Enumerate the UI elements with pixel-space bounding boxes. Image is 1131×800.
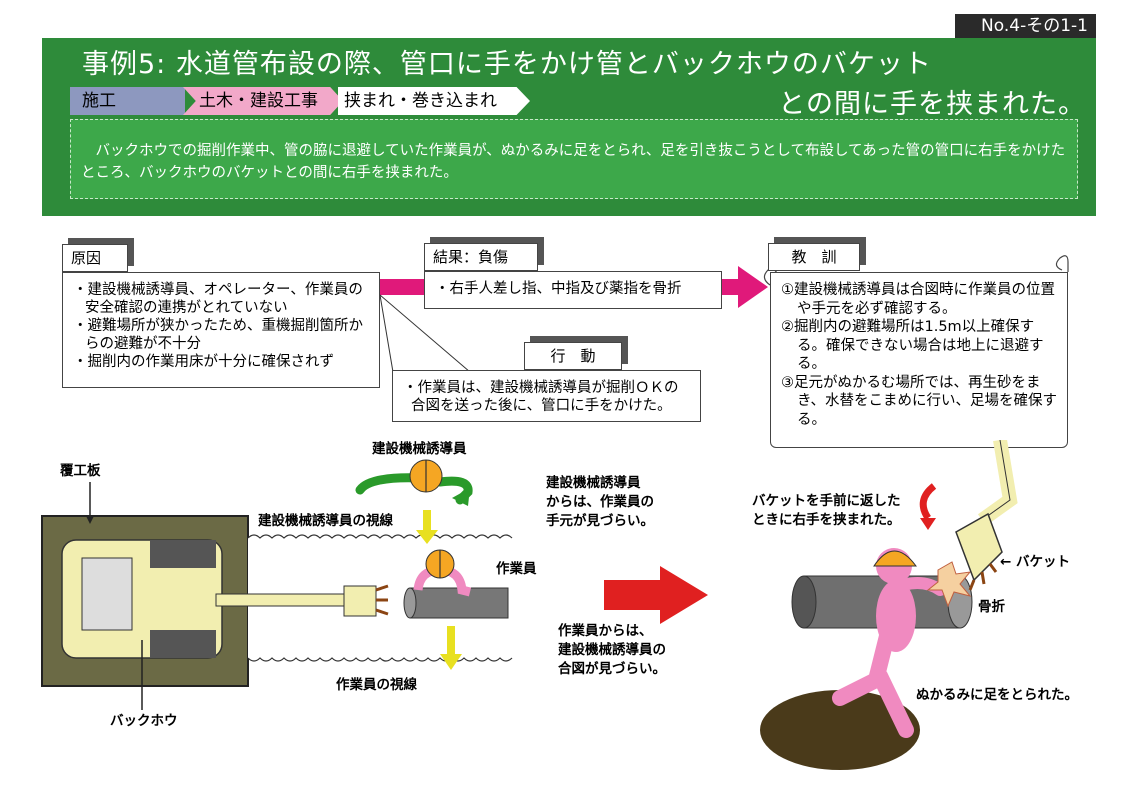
guide-view-note: 建設機械誘導員 からは、作業員の 手元が見づらい。 [546,475,654,529]
backhoe-bucket [343,585,377,617]
scroll-curl-top [1055,255,1069,272]
trench-edge-bottom [247,657,513,662]
excavator-arm [977,440,1018,526]
backhoe-arm [215,593,347,607]
page-number: No.4-その1-1 [955,14,1096,38]
plan-view-illustration [41,459,708,710]
summary-text: バックホウでの掘削作業中、管の脇に退避していた作業員が、ぬかるみに足をとられ、足… [81,143,1066,181]
cause-item: ・避難場所が狭かったため、重機掘削箇所からの避難が不十分 [73,318,363,352]
cover-plate-label: 覆工板 [60,463,101,479]
worker-helmet [873,550,917,567]
cause-item: ・掘削内の作業用床が十分に確保されず [73,354,334,370]
cause-result-bar [380,279,426,295]
incident-summary: バックホウでの掘削作業中、管の脇に退避していた作業員が、ぬかるみに足をとられ、足… [70,119,1078,199]
trench-edge-top [247,534,513,539]
callout-line-1 [379,294,395,379]
transition-arrow [604,566,708,624]
page-title-line2: との間に手を挟まれた。 [778,89,1086,120]
fracture-label: 骨折 [978,599,1005,615]
backhoe-engine [81,557,133,631]
accident-scene-illustration [760,440,1018,770]
result-box: ・右手人差し指、中指及び薬指を骨折 [424,271,722,309]
worker-view-note: 作業員からは、 建設機械誘導員の 合図が見づらい。 [558,623,666,677]
tag-accident-type: 挟まれ・巻き込まれ [338,87,530,115]
rotation-arrow [919,483,937,520]
caught-note: バケットを手前に返した ときに右手を挟まれた。 [752,493,901,528]
worker-sight-arrow [447,626,455,656]
backhoe-track-top [150,540,216,568]
action-text: ・作業員は、建設機械誘導員が掘削ＯＫの合図を送った後に、管口に手をかけた。 [403,380,679,414]
lesson-item: ②掘削内の避難場所は1.5m以上確保する。確保できない場合は地上に退避する。 [781,319,1044,372]
mud-puddle [760,690,920,770]
bucket-shape [955,512,1003,582]
result-label: 結果：負傷 [424,243,538,271]
action-label: 行 動 [524,342,622,370]
lesson-label: 教 訓 [768,243,860,271]
result-text: ・右手人差し指、中指及び薬指を骨折 [435,281,682,297]
guide-sight-arrow [423,510,431,532]
tag-phase: 施工 [70,87,185,115]
backhoe-label: バックホウ [110,713,178,729]
bucket-label: ← バケット [1000,554,1071,570]
result-lesson-arrow [722,266,768,308]
lesson-item: ③足元がぬかるむ場所では、再生砂をまき、水替をこまめに行い、足場を確保する。 [781,374,1057,428]
cause-item: ・建設機械誘導員、オペレーター、作業員の安全確認の連携がとれていない [73,282,363,316]
lesson-item: ①建設機械誘導員は合図時に作業員の位置や手元を必ず確認する。 [781,282,1055,317]
tag-industry: 土木・建設工事 [183,87,343,115]
worker-sight-label: 作業員の視線 [336,677,417,693]
callout-line-2 [379,294,471,373]
guide-label: 建設機械誘導員 [372,441,467,457]
page-title-line1: 事例5: 水道管布設の際、管口に手をかけ管とバックホウのバケット [82,49,932,80]
backhoe-track-bottom [150,630,216,658]
action-box: ・作業員は、建設機械誘導員が掘削ＯＫの合図を送った後に、管口に手をかけた。 [392,370,701,422]
lesson-box: ①建設機械誘導員は合図時に作業員の位置や手元を必ず確認する。 ②掘削内の避難場所… [770,272,1068,448]
guide-sight-label: 建設機械誘導員の視線 [258,513,393,529]
mud-label: ぬかるみに足をとられた。 [916,687,1078,703]
worker-label: 作業員 [496,561,537,577]
cause-box: ・建設機械誘導員、オペレーター、作業員の安全確認の連携がとれていない ・避難場所… [62,272,380,388]
worker-torso [876,580,916,652]
cause-label: 原因 [62,244,128,272]
impact-burst [926,561,972,608]
